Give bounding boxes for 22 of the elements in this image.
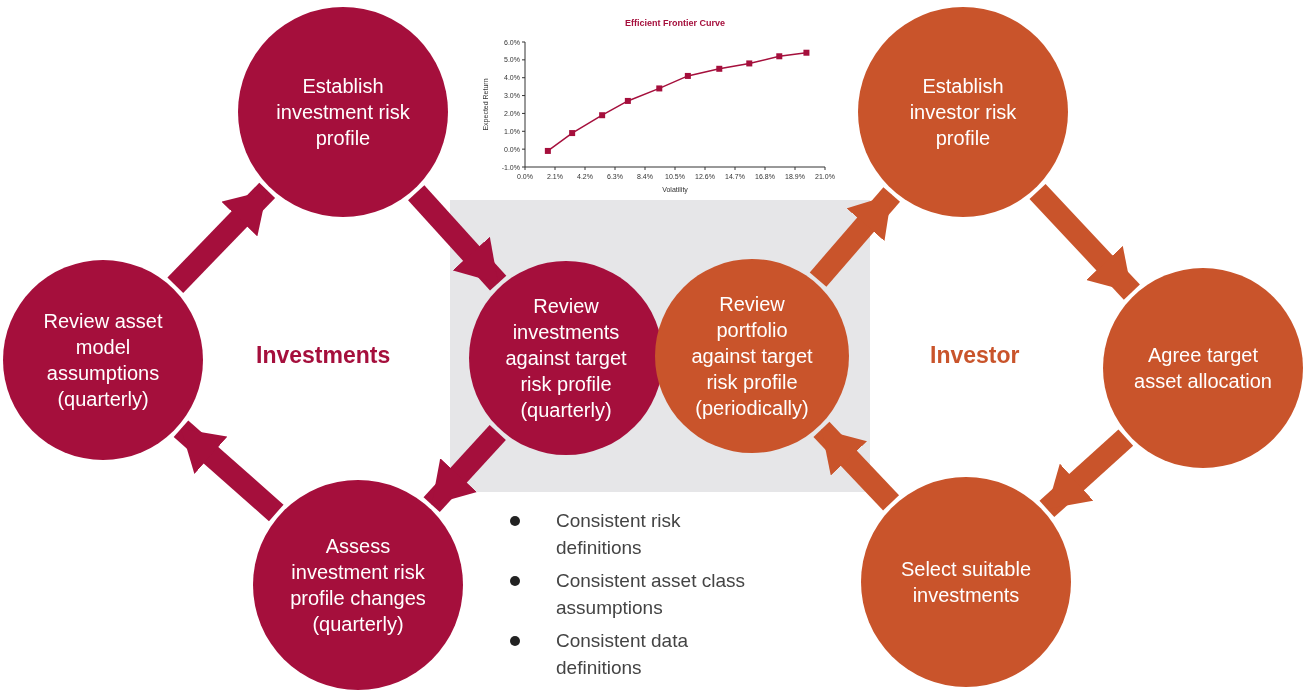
step-text: Review portfolio against target risk profile (periodically)	[690, 292, 814, 421]
step-text: Select suitable investments	[899, 557, 1033, 608]
block-arrow	[809, 187, 900, 287]
bullet-text: Consistent asset class assumptions	[556, 569, 747, 620]
step-text: Review asset model assumptions (quarterly)	[42, 309, 164, 412]
step-text: Establish investor risk profile	[908, 74, 1018, 151]
step-text: Review investments against target risk profile (quarterly)	[504, 294, 628, 423]
bullet-text: Consistent data definitions	[556, 629, 690, 680]
cycle-label: Investments	[256, 341, 391, 370]
block-arrow	[408, 185, 507, 291]
step-text: Assess investment risk profile changes (quarterly)	[289, 534, 427, 637]
bullet-text: Consistent risk definitions	[556, 509, 682, 560]
block-arrow	[173, 420, 284, 522]
cycle-label: Investor	[930, 341, 1020, 370]
block-arrow	[423, 425, 506, 513]
step-text: Agree target asset allocation	[1133, 343, 1273, 394]
block-arrow	[813, 421, 900, 511]
block-arrow	[1039, 429, 1134, 518]
block-arrow	[167, 182, 276, 293]
chart-title: Efficient Frontier Curve	[625, 18, 725, 28]
block-arrow	[1029, 184, 1140, 300]
step-text: Establish investment risk profile	[275, 74, 411, 151]
